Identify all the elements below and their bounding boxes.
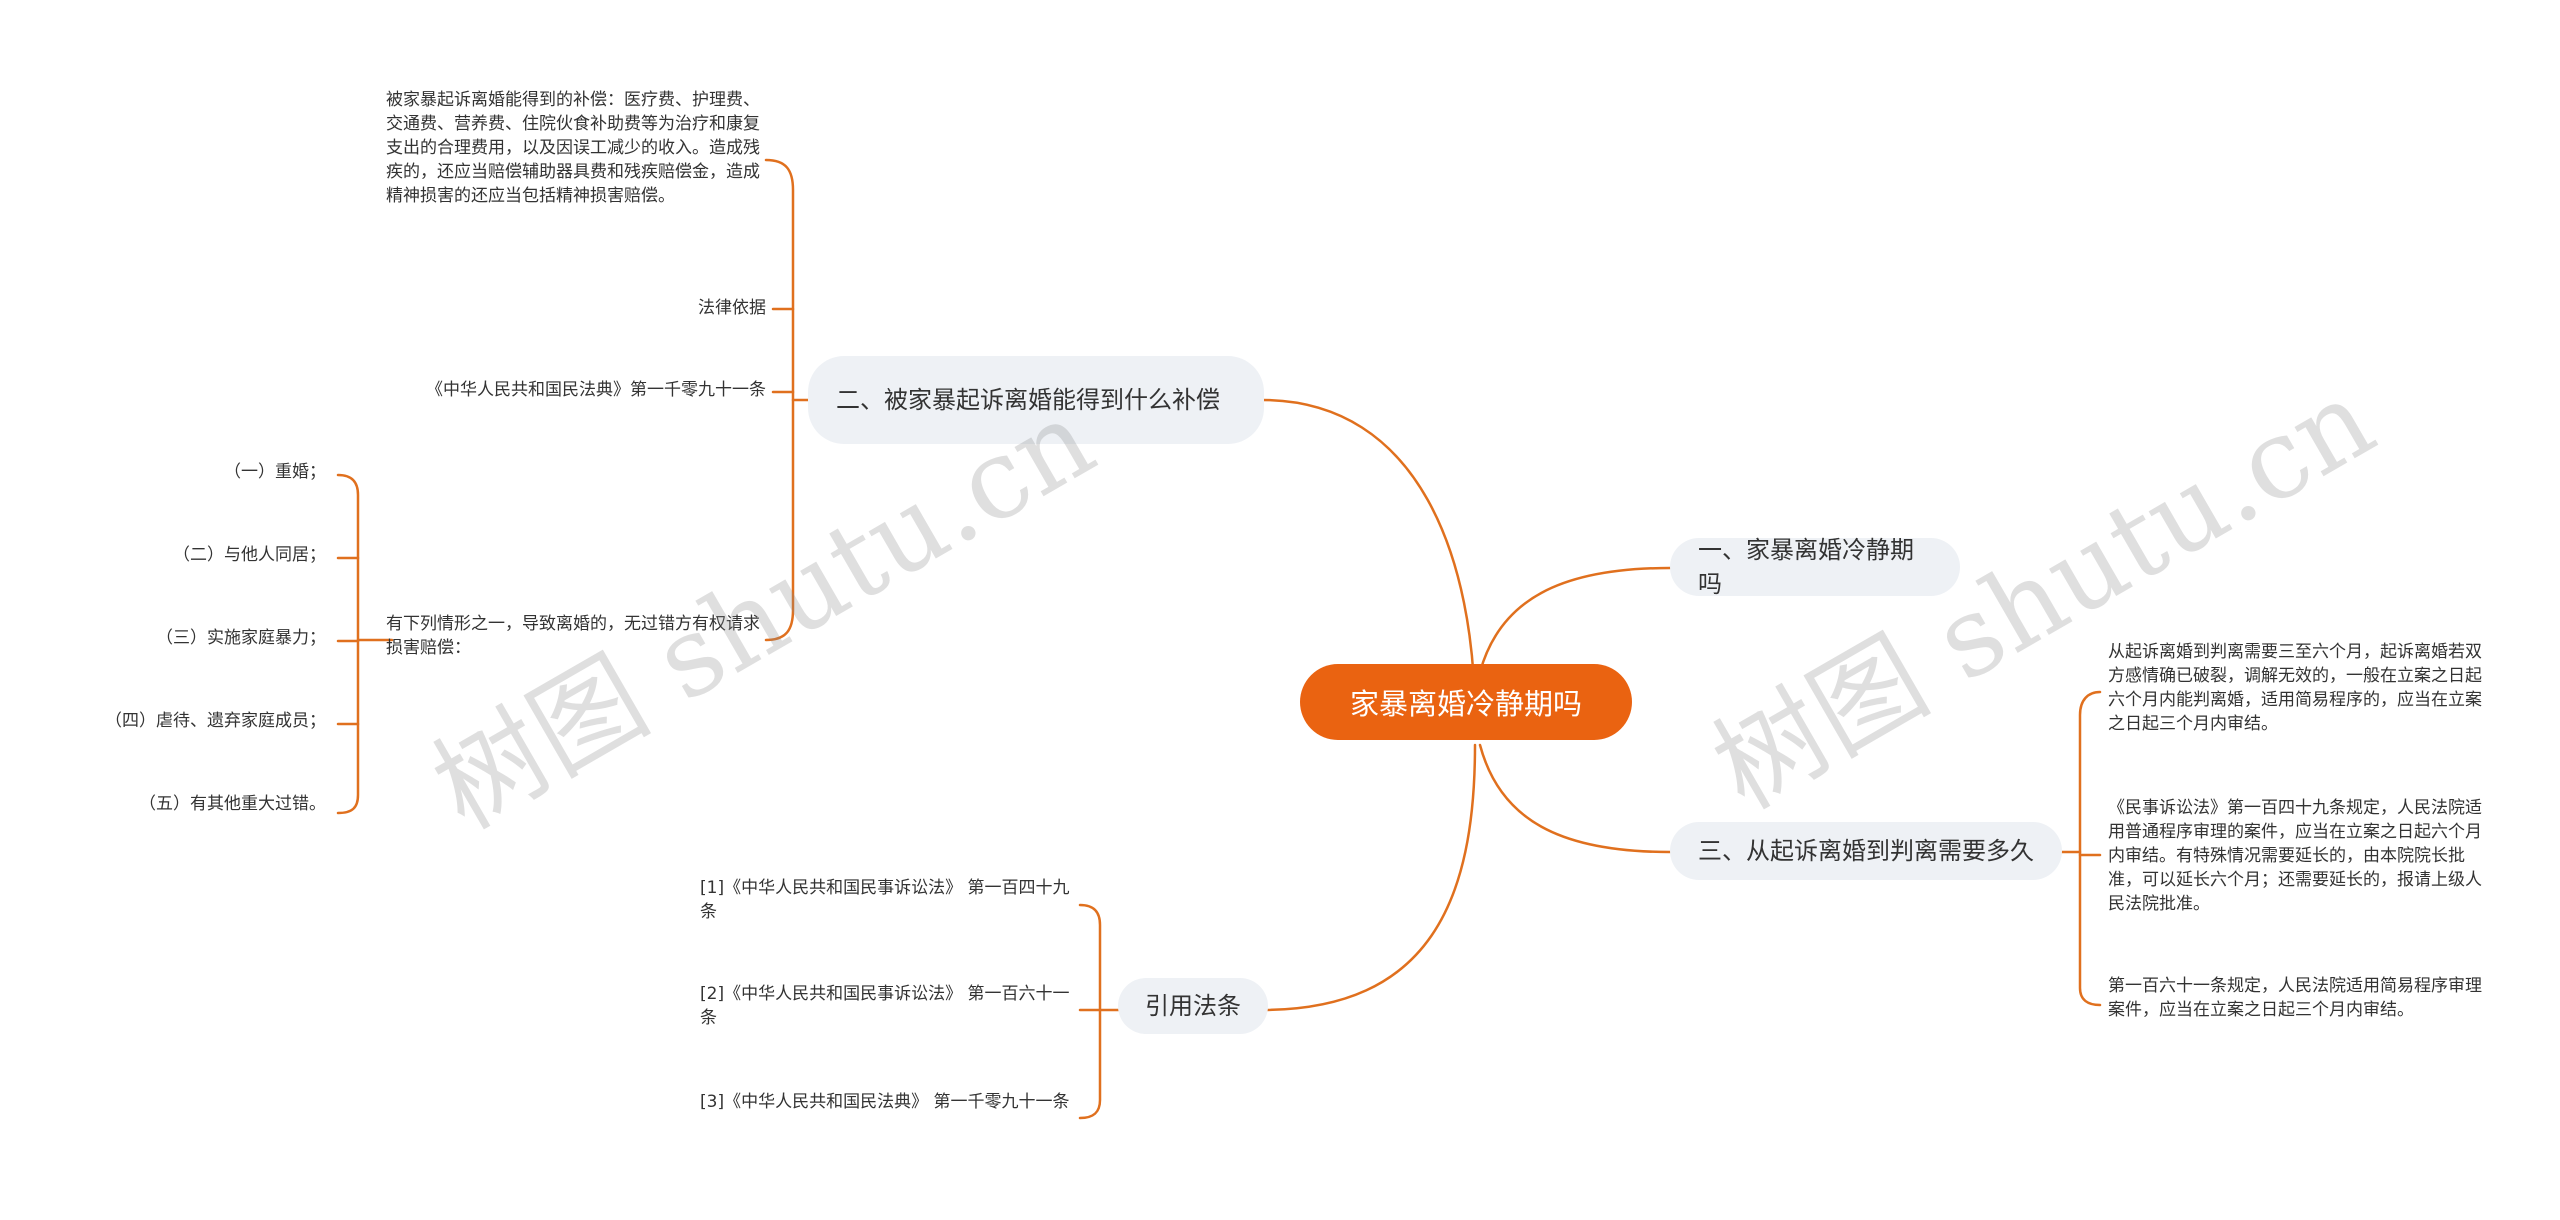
condition-item: （三）实施家庭暴力； — [156, 628, 326, 648]
damages-conditions: 有下列情形之一，导致离婚的，无过错方有权请求损害赔偿： — [386, 614, 760, 658]
branch-cooling-off[interactable]: 一、家暴离婚冷静期吗 — [1670, 536, 1960, 598]
condition-item: （一）重婚； — [224, 462, 326, 482]
root-node[interactable]: 家暴离婚冷静期吗 — [1300, 664, 1632, 740]
citation-item: [3]《中华人民共和国民法典》 第一千零九十一条 — [700, 1092, 1070, 1112]
condition-item: （二）与他人同居； — [173, 545, 326, 565]
branch-cooling-off-label: 一、家暴离婚冷静期吗 — [1698, 536, 1914, 598]
link-root-b4 — [1260, 743, 1477, 1012]
condition-item: （五）有其他重大过错。 — [139, 794, 326, 814]
link-sub-1 — [336, 473, 360, 815]
civil-procedure-161: 第一百六十一条规定，人民法院适用简易程序审理案件，应当在立案之日起三个月内审结。 — [2108, 976, 2482, 1020]
condition-item: （四）虐待、遗弃家庭成员； — [105, 711, 326, 731]
link-b2-c1 — [764, 158, 795, 642]
duration-summary: 从起诉离婚到判离需要三至六个月，起诉离婚若双方感情确已破裂，调解无效的，一般在立… — [2108, 642, 2482, 734]
civil-procedure-149: 《民事诉讼法》第一百四十九条规定，人民法院适用普通程序审理的案件，应当在立案之日… — [2108, 798, 2482, 914]
branch-duration[interactable]: 三、从起诉离婚到判离需要多久 — [1670, 822, 2062, 880]
link-root-b1 — [1478, 566, 1672, 674]
legal-basis-label: 法律依据 — [698, 298, 766, 318]
civil-code-article: 《中华人民共和国民法典》第一千零九十一条 — [426, 380, 766, 400]
branch-citations[interactable]: 引用法条 — [1118, 978, 1268, 1034]
root-label: 家暴离婚冷静期吗 — [1349, 687, 1582, 721]
branch-duration-label: 三、从起诉离婚到判离需要多久 — [1698, 837, 2034, 865]
branch-citations-label: 引用法条 — [1145, 992, 1241, 1020]
link-b3-c — [2078, 690, 2102, 1007]
branch-compensation[interactable]: 二、被家暴起诉离婚能得到什么补偿 — [808, 356, 1264, 444]
link-b4-c — [1078, 903, 1102, 1120]
citation-item: [1]《中华人民共和国民事诉讼法》 第一百四十九条 — [700, 878, 1070, 922]
link-root-b3 — [1478, 743, 1672, 854]
link-root-b2 — [1260, 398, 1477, 722]
branch-compensation-label: 二、被家暴起诉离婚能得到什么补偿 — [836, 386, 1220, 414]
citation-item: [2]《中华人民共和国民事诉讼法》 第一百六十一条 — [700, 984, 1070, 1028]
compensation-detail: 被家暴起诉离婚能得到的补偿：医疗费、护理费、交通费、营养费、住院伙食补助费等为治… — [386, 90, 760, 206]
